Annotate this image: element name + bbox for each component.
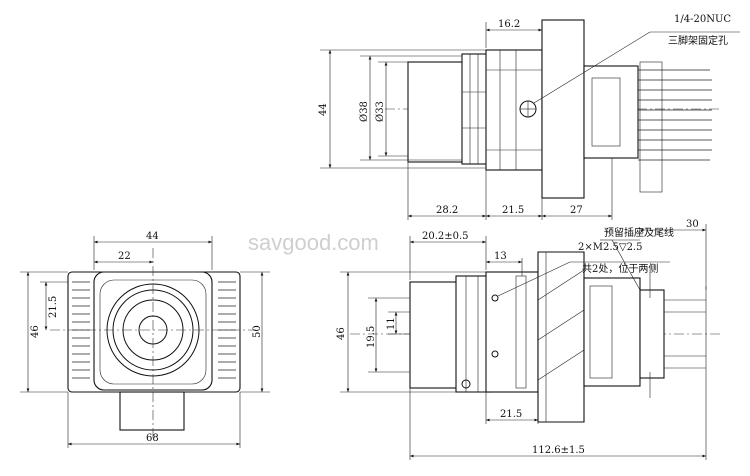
dim-bottom-b: 21.5 [502,205,524,216]
side-dim-top-b: 13 [494,251,507,262]
front-view-fins [72,281,236,379]
side-dim-diameter: 19.5 [366,326,377,348]
front-dim-height: 46 [30,325,41,338]
dim-diameter-outer: Ø38 [359,101,370,122]
watermark: savgood.com [248,230,379,255]
front-dim-bottom-width: 68 [146,433,159,444]
side-dim-bottom-a: 21.5 [500,409,522,420]
side-dim-total: 112.6±1.5 [532,445,585,456]
front-dim-width: 44 [146,231,159,242]
front-dim-half: 22 [118,251,131,262]
tripod-note-line2: 三脚架固定孔 [668,34,728,47]
side-dim-height: 46 [336,327,347,340]
dim-height: 44 [318,103,329,116]
top-view: 16.2 44 Ø38 Ø33 28.2 21.5 27 1/4-20NUC 三… [318,14,740,220]
front-dim-right-h: 50 [252,325,263,338]
top-view-fins [638,61,712,193]
note-reserved-socket: 预留插座及尾线 [604,226,674,239]
side-view: 20.2±0.5 13 30 46 19.5 11 21.5 112.6±1.5 [336,219,720,460]
tripod-note-line1: 1/4-20NUC [674,14,731,25]
dim-diameter-inner: Ø33 [375,101,386,122]
dim-bottom-c: 27 [570,205,583,216]
side-dim-small: 11 [386,317,397,330]
side-dim-top-a: 20.2±0.5 [422,231,469,242]
note-screw-location: 共2处，位于两侧 [582,262,658,275]
side-dim-right-top: 30 [686,219,699,230]
note-screw-spec: 2×M2.5▽2.5 [578,242,642,253]
dim-top-width: 16.2 [498,19,520,30]
front-view: 44 22 21.5 46 50 68 [20,231,270,448]
dim-bottom-a: 28.2 [436,205,458,216]
front-dim-left-h: 21.5 [48,296,59,318]
